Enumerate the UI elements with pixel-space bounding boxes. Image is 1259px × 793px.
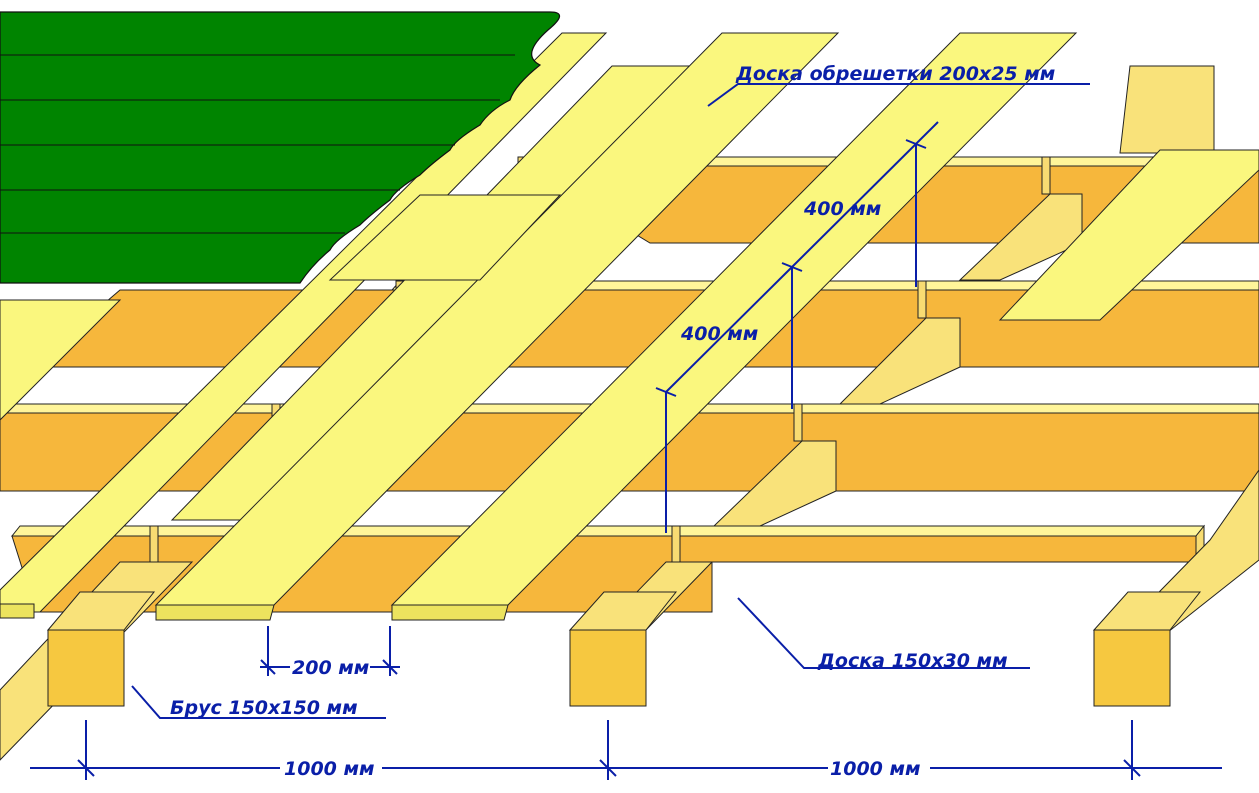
post-left: [46, 591, 156, 707]
labels: Доска обрешетки 200x25 мм 400 мм 400 мм …: [170, 63, 1055, 780]
lathing-board-6: [328, 194, 562, 281]
label-span-right: 1000 мм: [830, 758, 921, 780]
post-middle: [568, 591, 678, 707]
beam-mid-3: [712, 440, 837, 527]
beam-upper-mid: [958, 193, 1083, 281]
lathing-boards: [0, 32, 1259, 621]
lathing-board-4-edge: [391, 604, 509, 621]
label-beam: Брус 150x150 мм: [170, 697, 358, 719]
label-span-left: 1000 мм: [284, 758, 375, 780]
lathing-board-5: [998, 149, 1259, 321]
post-right-front: [1093, 629, 1171, 707]
roof-sheet-body: [0, 11, 561, 284]
post-right-top: [1092, 591, 1202, 631]
label-lathing-board: Доска обрешетки 200x25 мм: [735, 63, 1055, 85]
lathing-board-3-edge: [155, 604, 275, 621]
dimension-lines: [30, 83, 1222, 780]
label-spacing-upper: 400 мм: [803, 198, 881, 220]
roof-sheet: [0, 11, 561, 284]
label-spacing-lower: 400 мм: [680, 323, 758, 345]
post-left-front: [47, 629, 125, 707]
post-left-top: [46, 591, 156, 631]
post-middle-top: [568, 591, 678, 631]
joist-4-top: [10, 525, 1206, 537]
post-right: [1092, 591, 1202, 707]
beam-mid-2: [838, 317, 961, 405]
label-gap: 200 мм: [292, 657, 369, 679]
post-middle-front: [569, 629, 647, 707]
label-joist-board: Доска 150x30 мм: [817, 650, 1008, 672]
lathing-board-7: [0, 299, 122, 421]
roof-ridges: [0, 54, 515, 234]
lathing-board-1-edge: [0, 603, 35, 619]
beam-far-right: [1119, 65, 1215, 154]
